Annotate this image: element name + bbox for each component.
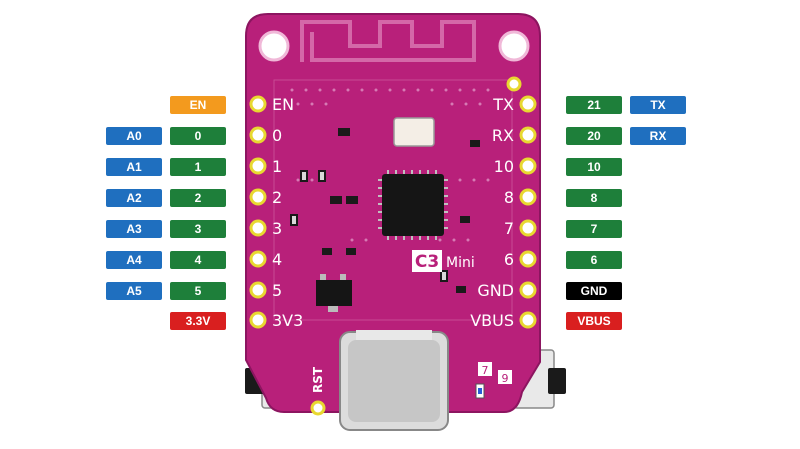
right-pin-text: 7 <box>504 219 514 238</box>
left-header-pads <box>249 95 267 329</box>
antenna-trace <box>300 20 476 62</box>
usb-c-connector <box>339 330 449 431</box>
left-pin-text: EN <box>272 95 294 114</box>
analog-label-a5: A5 <box>106 282 162 300</box>
gpio-label-4: 4 <box>170 251 226 269</box>
mcu-chip <box>382 174 444 236</box>
ground-label: GND <box>566 282 622 300</box>
left-pin-text: 3V3 <box>272 311 303 330</box>
right-pin-text: RX <box>492 126 514 145</box>
analog-label-a3: A3 <box>106 220 162 238</box>
mount-hole-left <box>258 30 290 62</box>
voltage-regulator <box>316 280 352 306</box>
right-pin-text: 6 <box>504 250 514 269</box>
via-field <box>290 88 490 242</box>
left-pin-text: 5 <box>272 281 282 300</box>
silk-9: 9 <box>502 372 509 385</box>
reset-silk-label: RST <box>311 366 325 393</box>
serial-label-rx: RX <box>630 127 686 145</box>
analog-label-a4: A4 <box>106 251 162 269</box>
left-pin-silk: EN 0 1 2 3 4 5 3V3 <box>272 95 303 330</box>
serial-label-tx: TX <box>630 96 686 114</box>
left-pin-text: 4 <box>272 250 282 269</box>
enable-label: EN <box>170 96 226 114</box>
right-pin-text: 8 <box>504 188 514 207</box>
module-outline <box>273 79 513 321</box>
gpio-label-0: 0 <box>170 127 226 145</box>
gpio-label-10: 10 <box>566 158 622 176</box>
gpio-label-20: 20 <box>566 127 622 145</box>
board-name-part1: C3 <box>415 252 439 272</box>
right-pin-text: TX <box>492 95 514 114</box>
gpio-label-21: 21 <box>566 96 622 114</box>
board-name-part2: Mini <box>446 255 475 271</box>
analog-label-a1: A1 <box>106 158 162 176</box>
gpio-label-7: 7 <box>566 220 622 238</box>
test-pad-top <box>506 76 522 92</box>
left-pin-text: 3 <box>272 219 282 238</box>
left-pin-text: 2 <box>272 188 282 207</box>
gpio-label-8: 8 <box>566 189 622 207</box>
crystal <box>393 117 435 147</box>
power-label-3v3: 3.3V <box>170 312 226 330</box>
analog-label-a2: A2 <box>106 189 162 207</box>
gpio-label-1: 1 <box>170 158 226 176</box>
right-pin-silk: TX RX 10 8 7 6 GND VBUS <box>470 95 514 330</box>
gpio-label-3: 3 <box>170 220 226 238</box>
right-pin-text: VBUS <box>470 311 514 330</box>
mcu-pins <box>378 170 448 240</box>
gpio-label-2: 2 <box>170 189 226 207</box>
left-pin-text: 1 <box>272 157 282 176</box>
test-pad-bottom <box>310 400 326 416</box>
gpio-label-6: 6 <box>566 251 622 269</box>
right-pin-text: 10 <box>494 157 514 176</box>
silk-7: 7 <box>482 364 489 377</box>
right-pin-text: GND <box>477 281 514 300</box>
power-label-vbus: VBUS <box>566 312 622 330</box>
board-name-silk: C3 Mini <box>412 250 475 272</box>
smd-caps <box>292 172 446 280</box>
right-header-pads <box>519 95 537 329</box>
gpio-label-5: 5 <box>170 282 226 300</box>
mount-hole-right <box>498 30 530 62</box>
analog-label-a0: A0 <box>106 127 162 145</box>
left-pin-text: 0 <box>272 126 282 145</box>
